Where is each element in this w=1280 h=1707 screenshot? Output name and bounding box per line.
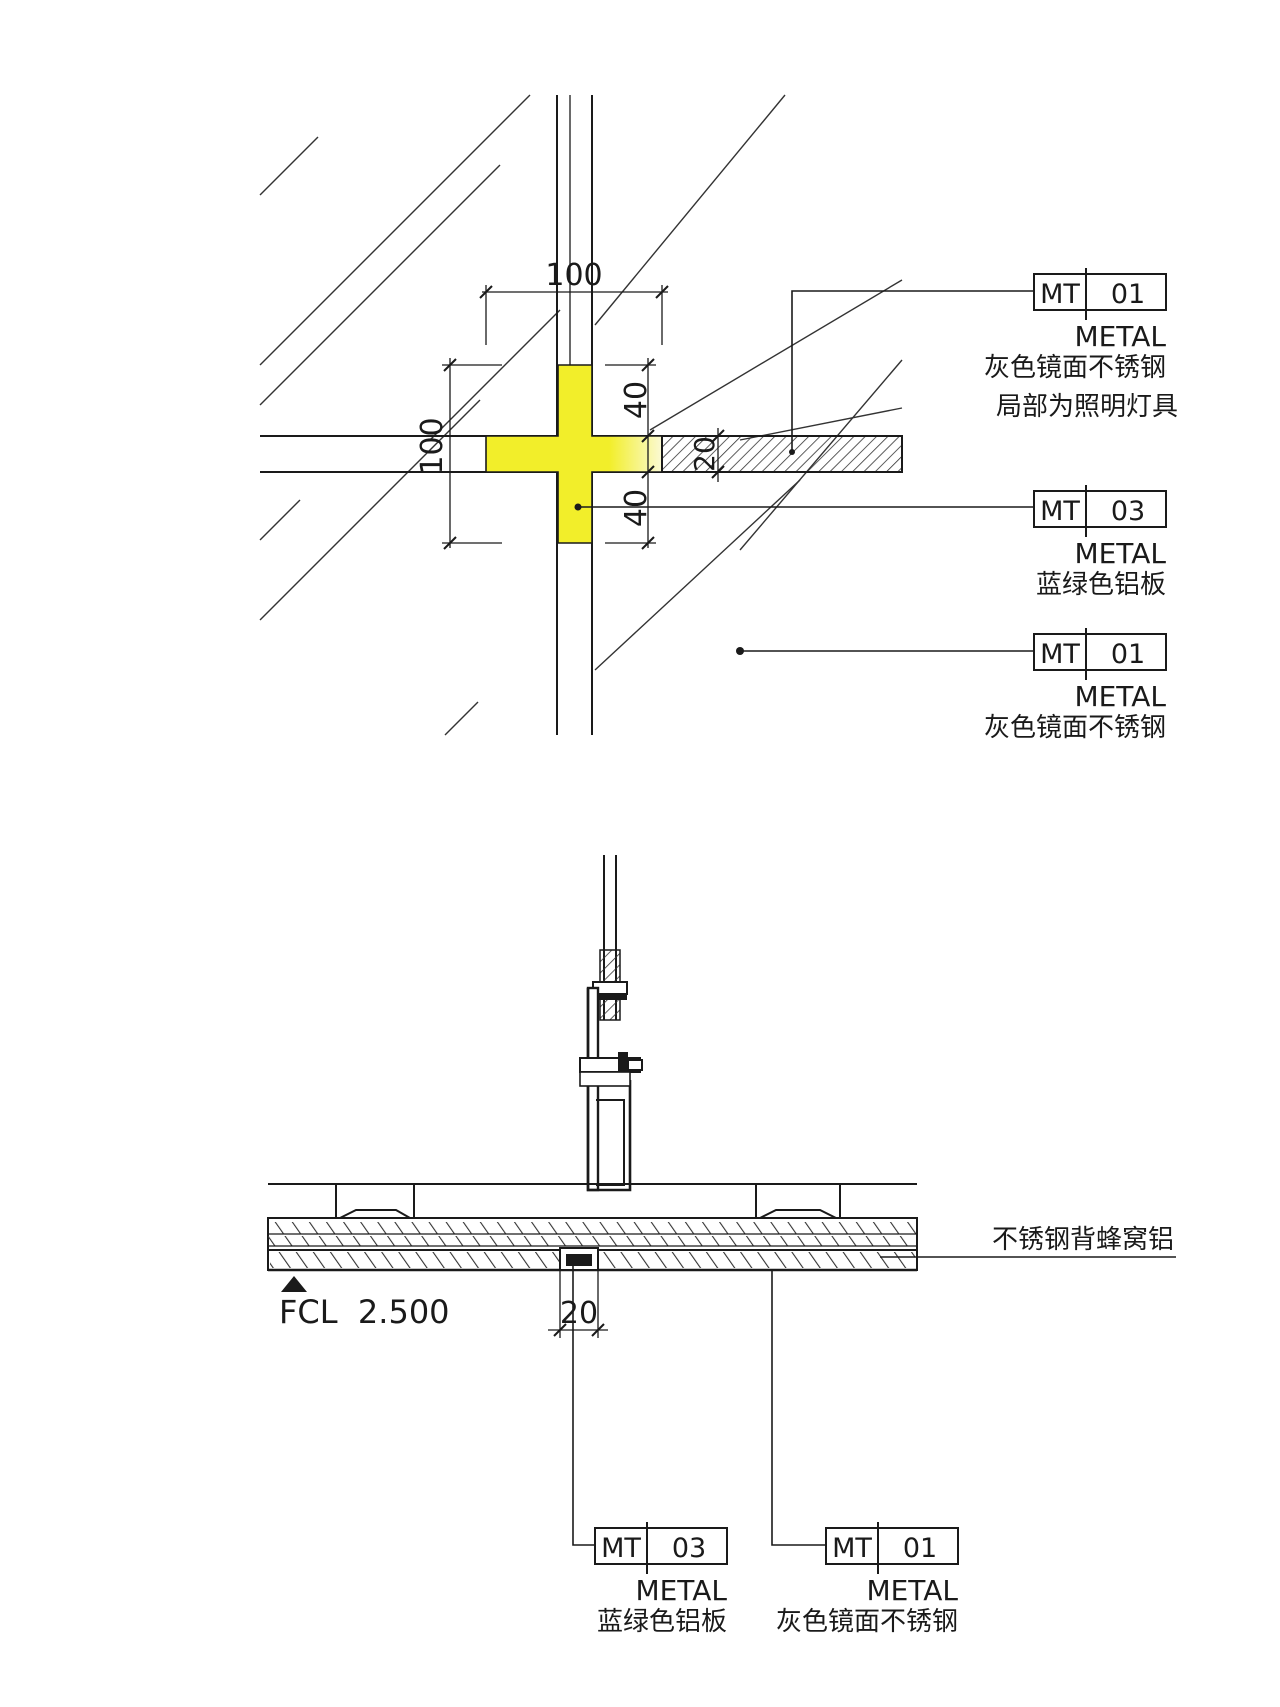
plan-detail: 100 100 40 40 20	[259, 94, 1178, 743]
material-tag-section-2: MT 01 METAL 灰色镜面不锈钢	[776, 1522, 959, 1637]
level-mark: FCL 2.500	[279, 1276, 450, 1331]
tag-desc: 蓝绿色铝板	[597, 1607, 727, 1637]
tag-desc-line-1: 灰色镜面不锈钢	[984, 713, 1166, 743]
dimension-panel-thickness: 20	[688, 428, 725, 482]
tag-number: 03	[672, 1533, 706, 1564]
tag-desc-line-1: 灰色镜面不锈钢	[984, 353, 1166, 383]
tag-code: MT	[1040, 639, 1080, 670]
section-detail: 不锈钢背蜂窝铝 FCL 2.500 20 MT 03 METAL	[267, 855, 1176, 1637]
material-tag-plan-3: MT 01 METAL 灰色镜面不锈钢	[984, 628, 1167, 743]
dimension-100-left: 100	[415, 358, 502, 550]
dim-gap-text: 20	[560, 1296, 598, 1331]
tag-number: 03	[1111, 496, 1145, 527]
panel-clips	[335, 1184, 841, 1219]
tag-code: MT	[601, 1533, 641, 1564]
material-tag-plan-1: MT 01 METAL 灰色镜面不锈钢 局部为照明灯具	[984, 268, 1178, 422]
tag-material: METAL	[1074, 680, 1166, 713]
tag-code: MT	[1040, 496, 1080, 527]
dim-width-top: 100	[545, 258, 602, 293]
tag-code: MT	[1040, 279, 1080, 310]
hanger-rod	[592, 855, 628, 1021]
dimension-100-top: 100	[479, 258, 669, 345]
tag-material: METAL	[1074, 320, 1166, 353]
material-tag-plan-2: MT 03 METAL 蓝绿色铝板	[1033, 485, 1167, 600]
tag-material: METAL	[635, 1574, 727, 1607]
tag-number: 01	[903, 1533, 937, 1564]
tag-material: METAL	[866, 1574, 958, 1607]
hatched-panel	[661, 435, 903, 473]
tag-material: METAL	[1074, 537, 1166, 570]
dim-arm-upper: 40	[619, 381, 654, 419]
tag-number: 01	[1111, 279, 1145, 310]
panel-layers	[267, 1217, 918, 1272]
panel-note: 不锈钢背蜂窝铝	[880, 1225, 1176, 1258]
cross-light-fixture	[485, 364, 663, 544]
tag-desc: 灰色镜面不锈钢	[776, 1607, 958, 1637]
tag-desc-line-2: 局部为照明灯具	[996, 392, 1178, 422]
tag-code: MT	[832, 1533, 872, 1564]
section-leaders	[572, 1262, 826, 1546]
tag-desc-line-1: 蓝绿色铝板	[1036, 570, 1166, 600]
material-tag-section-1: MT 03 METAL 蓝绿色铝板	[594, 1522, 728, 1637]
tag-number: 01	[1111, 639, 1145, 670]
dim-height-left: 100	[415, 417, 450, 474]
dimension-arms: 40 40	[605, 358, 656, 550]
plan-leaders	[574, 290, 1034, 655]
dimension-gap: 20	[548, 1270, 608, 1338]
dim-arm-lower: 40	[619, 489, 654, 527]
dim-panel-thickness: 20	[688, 436, 721, 472]
panel-note-text: 不锈钢背蜂窝铝	[992, 1225, 1174, 1255]
level-mark-text: FCL 2.500	[279, 1293, 450, 1331]
